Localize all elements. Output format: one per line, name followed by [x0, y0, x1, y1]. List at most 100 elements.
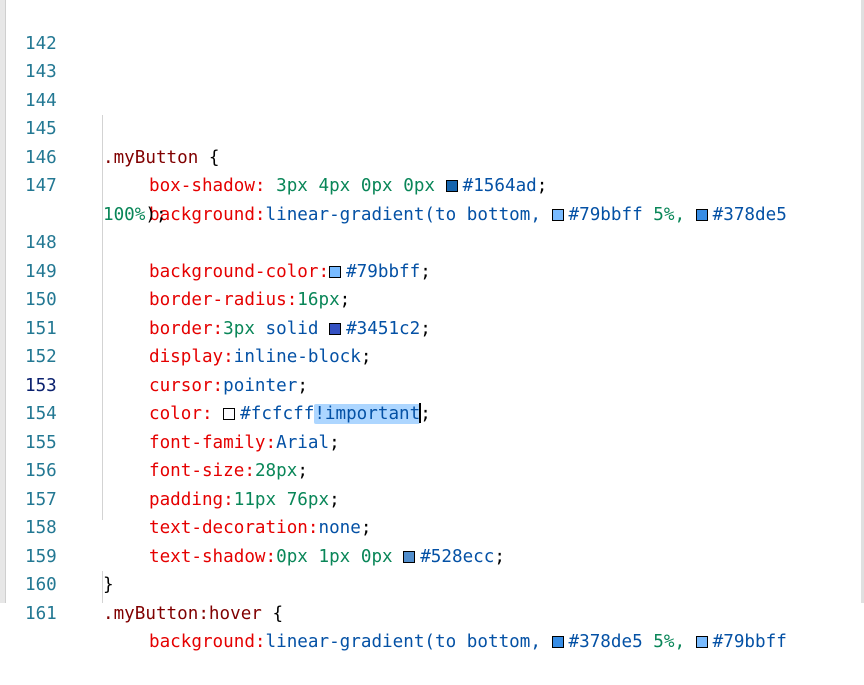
code-line[interactable]: 147 background:linear-gradient(to bottom…: [0, 144, 860, 225]
color-swatch-icon[interactable]: [551, 208, 564, 221]
semicolon: ;: [360, 518, 372, 538]
semicolon: ;: [360, 347, 372, 367]
code-text: background:linear-gradient(to bottom, #7…: [149, 201, 787, 230]
css-color-value: #79bbff: [568, 204, 643, 225]
code-text: background-color:#79bbff;: [149, 258, 431, 287]
line-number: 152: [25, 347, 57, 367]
code-line[interactable]: 154 font-family:Arial;: [0, 372, 860, 453]
css-value: 16px: [297, 290, 340, 310]
code-line[interactable]: 160 .myButton:hover {: [0, 543, 860, 624]
css-property: background-color:: [149, 261, 330, 282]
css-function: linear-gradient(to bottom,: [265, 632, 552, 652]
css-value: pointer: [223, 375, 298, 396]
line-number: 148: [25, 233, 57, 253]
color-swatch-icon[interactable]: [695, 208, 708, 221]
code-line[interactable]: 146 box-shadow: 3px 4px 0px 0px #1564ad;: [0, 115, 860, 197]
color-swatch-icon[interactable]: [403, 550, 416, 563]
line-number: 159: [25, 546, 57, 567]
semicolon: ;: [329, 489, 340, 510]
code-text: text-decoration:none;: [149, 514, 371, 543]
line-number: 154: [25, 404, 57, 424]
code-line[interactable]: 142: [0, 1, 860, 54]
color-swatch-icon[interactable]: [445, 180, 458, 192]
code-line[interactable]: 155 font-size:28px;: [0, 400, 860, 482]
color-swatch-icon[interactable]: [329, 322, 342, 335]
css-selector: .myButton:hover: [103, 603, 262, 624]
line-number: 149: [25, 261, 57, 282]
code-text: cursor:pointer;: [149, 372, 308, 401]
code-line[interactable]: 158 text-shadow:0px 1px 0px #528ecc;: [0, 486, 860, 567]
line-number: 161: [25, 603, 57, 624]
css-function: linear-gradient(to bottom,: [265, 204, 552, 225]
code-text: padding:11px 76px;: [149, 486, 340, 515]
css-value: 5%,: [642, 632, 686, 652]
css-property: padding:: [149, 489, 234, 510]
code-line[interactable]: 157 text-decoration:none;: [0, 457, 860, 539]
code-line-active[interactable]: 153 color: #fcfcff!important;: [0, 343, 860, 424]
line-number: 143: [25, 62, 57, 82]
space: [685, 632, 696, 652]
color-swatch-icon[interactable]: [329, 265, 342, 278]
code-line[interactable]: 150 border:3px solid #3451c2;: [0, 258, 860, 339]
selected-text[interactable]: !important: [314, 404, 421, 424]
line-number: 144: [25, 90, 57, 111]
close-paren: );: [145, 204, 167, 225]
css-value: Arial: [276, 432, 330, 453]
semicolon: ;: [420, 404, 431, 424]
code-line[interactable]: 151 display:inline-block;: [0, 286, 860, 368]
text-cursor: [419, 403, 422, 423]
code-text: }: [103, 571, 114, 600]
css-property: font-size:: [149, 461, 255, 481]
open-brace: {: [198, 147, 220, 168]
code-text: background:linear-gradient(to bottom, #3…: [149, 628, 787, 657]
open-brace: {: [261, 603, 284, 624]
code-line[interactable]: 143: [0, 30, 860, 82]
css-value: 100%: [103, 204, 146, 225]
line-number: 146: [25, 147, 57, 168]
css-value: 3px 4px 0px 0px: [265, 176, 446, 196]
semicolon: ;: [297, 375, 308, 396]
code-editor[interactable]: 142 143 144 145 .myButton { 146 box-shad…: [0, 0, 864, 653]
line-number: 156: [25, 461, 57, 481]
css-color-value: #3451c2: [346, 318, 421, 339]
semicolon: ;: [329, 432, 340, 453]
code-line[interactable]: 159 }: [0, 514, 860, 596]
code-text: font-size:28px;: [149, 457, 308, 486]
css-value: 28px: [254, 461, 298, 481]
close-brace: }: [103, 575, 114, 595]
code-text: .myButton:hover {: [103, 600, 283, 629]
code-line[interactable]: 152 cursor:pointer;: [0, 315, 860, 396]
editor-scrollbar[interactable]: [861, 0, 864, 603]
css-property: text-decoration:: [149, 518, 319, 538]
semicolon: ;: [420, 318, 431, 339]
indent-guide: [102, 115, 103, 520]
css-value: inline-block: [233, 347, 361, 367]
code-line-wrap[interactable]: 100%);: [0, 172, 860, 225]
code-text: border:3px solid #3451c2;: [149, 315, 431, 344]
css-color-value: #378de5: [712, 204, 787, 225]
css-property: border-radius:: [149, 290, 298, 310]
css-value: 5%,: [642, 204, 686, 225]
css-property: color:: [149, 404, 213, 424]
color-swatch-icon[interactable]: [551, 636, 564, 648]
color-swatch-icon[interactable]: [695, 636, 708, 648]
line-number: 160: [25, 575, 57, 595]
code-line[interactable]: 145 .myButton {: [0, 87, 860, 168]
code-line[interactable]: 144: [0, 58, 860, 111]
code-line[interactable]: 161 background:linear-gradient(to bottom…: [0, 571, 860, 653]
css-property: background:: [149, 204, 266, 225]
code-line[interactable]: 149 border-radius:16px;: [0, 229, 860, 311]
code-text: .myButton {: [103, 144, 220, 173]
css-color-value: #378de5: [568, 632, 643, 652]
code-line[interactable]: 148 background-color:#79bbff;: [0, 201, 860, 282]
semicolon: ;: [297, 461, 308, 481]
line-number: 157: [25, 489, 57, 510]
css-property: display:: [149, 347, 234, 367]
code-line[interactable]: 156 padding:11px 76px;: [0, 429, 860, 510]
css-property: border:: [149, 318, 224, 339]
color-swatch-icon[interactable]: [223, 408, 236, 420]
css-color-value: #79bbff: [712, 632, 787, 652]
code-text: color: #fcfcff!important;: [149, 400, 431, 429]
css-value: 0px 1px 0px: [276, 546, 404, 567]
editor-left-border: [0, 0, 6, 603]
